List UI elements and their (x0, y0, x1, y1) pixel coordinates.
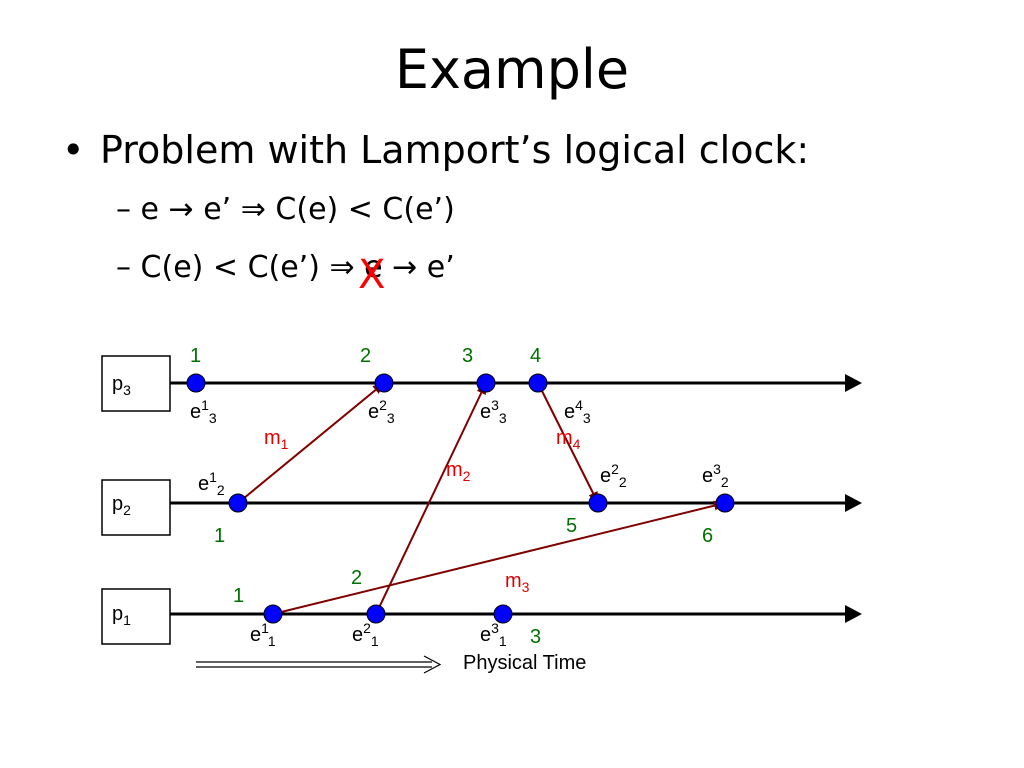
bullet-item: • Problem with Lamport’s logical clock: (62, 128, 809, 172)
message-arrow-m4 (537, 382, 599, 504)
physical-time-arrow (196, 655, 442, 674)
svg-text:p1: p1 (112, 603, 131, 628)
clock-e1-3: 1 (190, 345, 201, 367)
clock-e1-1: 1 (233, 585, 244, 607)
clock-e4-3: 4 (530, 345, 541, 367)
label-e2-3: e23 (368, 397, 395, 426)
event-e1-1 (263, 604, 283, 624)
label-e3-1: e31 (480, 620, 507, 649)
sub-bullet-dash: – (116, 192, 131, 227)
label-e2-2: e22 (600, 461, 627, 490)
clock-e3-2: 6 (702, 525, 713, 547)
negation-cross: X (358, 252, 386, 298)
process-box-p1: p1 (101, 588, 171, 645)
event-e3-3 (476, 373, 496, 393)
label-m2: m2 (446, 459, 471, 484)
clock-e2-1: 2 (351, 567, 362, 589)
sub-bullet-1: – e → e’ ⇒ C(e) < C(e’) (116, 192, 455, 227)
sub-bullet-dash: – (116, 250, 131, 285)
sub-bullet-text: C(e) < C(e’) ⇒ e → e’ (140, 250, 455, 285)
slide-title: Example (394, 38, 630, 101)
clock-e1-2: 1 (214, 525, 225, 547)
bullet-text: Problem with Lamport’s logical clock: (100, 128, 810, 172)
message-arrow-m1 (237, 382, 385, 504)
process-box-p3: p3 (101, 355, 171, 412)
physical-time-label: Physical Time (463, 652, 586, 674)
label-e2-1: e21 (352, 620, 379, 649)
event-e1-3 (186, 373, 206, 393)
svg-text:p3: p3 (112, 373, 131, 398)
event-e4-3 (528, 373, 548, 393)
label-e1-3: e13 (190, 397, 217, 426)
message-arrow-m3 (272, 500, 726, 615)
label-e4-3: e43 (564, 397, 591, 426)
label-m3: m3 (505, 570, 530, 595)
label-e1-2: e12 (198, 469, 225, 498)
label-e3-3: e33 (480, 397, 507, 426)
event-e3-1 (493, 604, 513, 624)
event-e2-2 (588, 493, 608, 513)
clock-e3-1: 3 (530, 626, 541, 648)
clock-e3-3: 3 (462, 345, 473, 367)
label-m1: m1 (264, 427, 289, 452)
sub-bullet-2: – C(e) < C(e’) ⇒ e → e’ (116, 250, 455, 285)
event-e1-2 (228, 493, 248, 513)
label-e1-1: e11 (250, 620, 276, 649)
label-e3-2: e32 (702, 461, 729, 490)
event-e2-3 (374, 373, 394, 393)
sub-bullet-text: e → e’ ⇒ C(e) < C(e’) (140, 192, 455, 227)
svg-text:p2: p2 (112, 493, 131, 518)
process-box-p2: p2 (101, 479, 171, 536)
bullet-dot: • (62, 128, 85, 172)
clock-e2-2: 5 (566, 515, 577, 537)
clock-e2-3: 2 (360, 345, 371, 367)
message-arrow-m2 (375, 382, 487, 615)
label-m4: m4 (556, 427, 581, 452)
event-e2-1 (366, 604, 386, 624)
event-e3-2 (715, 493, 735, 513)
